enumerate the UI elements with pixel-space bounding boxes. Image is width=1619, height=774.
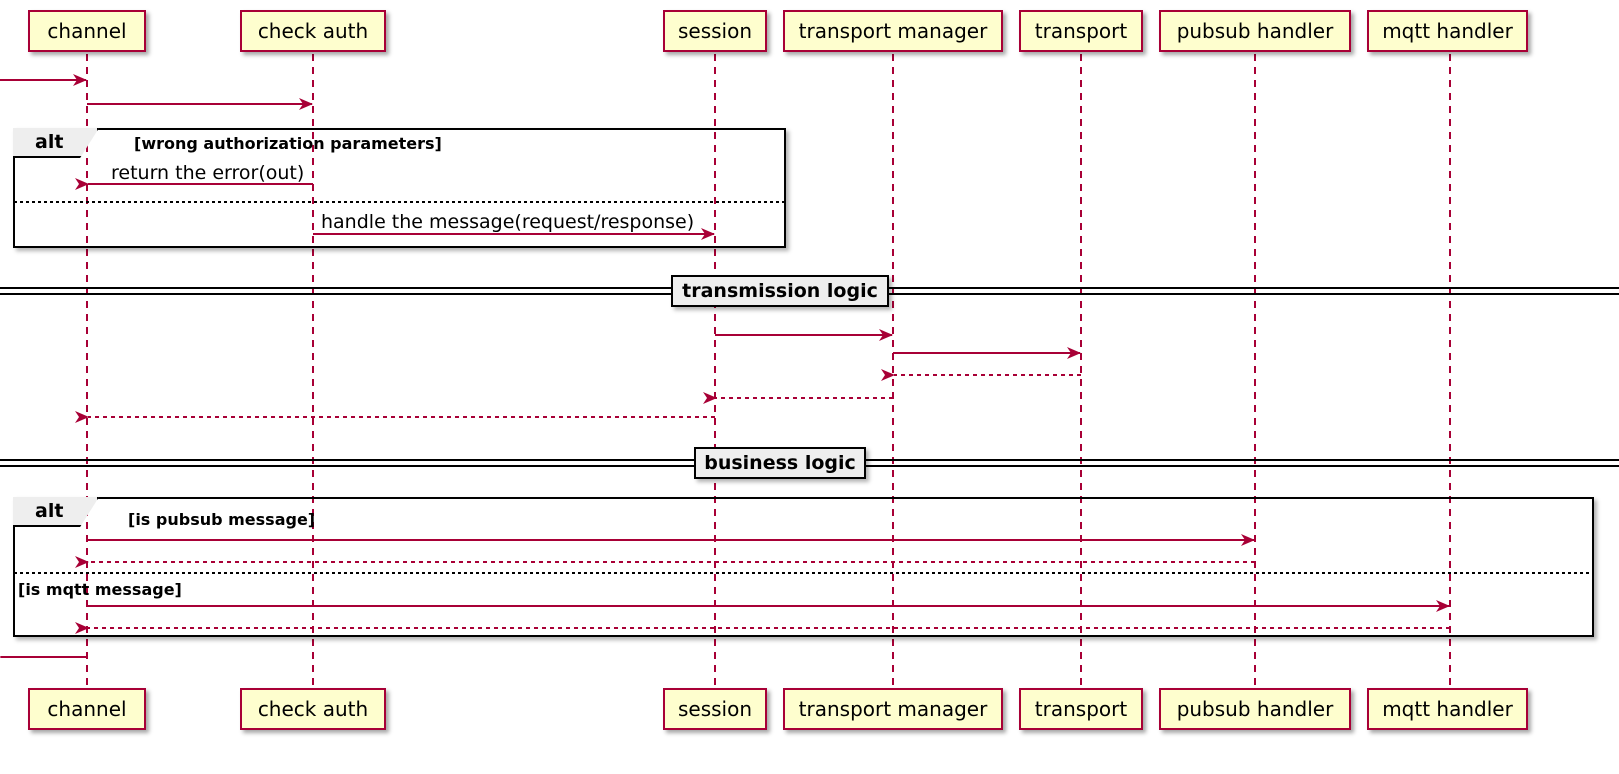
participant-footer-transport_manager[interactable]: transport manager	[783, 688, 1003, 730]
participant-label: channel	[47, 697, 127, 721]
lifelines-layer	[86, 54, 1451, 686]
participant-footer-channel[interactable]: channel	[28, 688, 146, 730]
dividers-layer	[0, 287, 1619, 467]
participant-label: check auth	[257, 697, 369, 721]
participant-footer-mqtt_handler[interactable]: mqtt handler	[1367, 688, 1528, 730]
participant-header-channel[interactable]: channel	[28, 10, 146, 52]
participant-label: pubsub handler	[1176, 697, 1334, 721]
message-label-lbl-handle-message: handle the message(request/response)	[321, 211, 695, 233]
participant-label: channel	[47, 19, 127, 43]
participant-label: transport	[1034, 697, 1128, 721]
alt-separators-layer	[14, 201, 1593, 574]
participant-label: transport manager	[798, 19, 988, 43]
alt-keyword-tab: alt	[13, 128, 99, 158]
participant-label: transport	[1034, 19, 1128, 43]
participant-header-pubsub_handler[interactable]: pubsub handler	[1159, 10, 1351, 52]
divider-label: transmission logic	[682, 280, 878, 302]
divider-business: business logic	[694, 447, 866, 479]
participant-header-check_auth[interactable]: check auth	[240, 10, 386, 52]
participant-label: mqtt handler	[1382, 19, 1513, 43]
participant-header-mqtt_handler[interactable]: mqtt handler	[1367, 10, 1528, 52]
alt-condition-label: [is mqtt message]	[18, 580, 182, 599]
participant-label: session	[677, 19, 753, 43]
participant-footer-session[interactable]: session	[663, 688, 767, 730]
participant-header-transport[interactable]: transport	[1019, 10, 1143, 52]
participant-label: check auth	[257, 19, 369, 43]
participant-label: session	[677, 697, 753, 721]
participant-footer-transport[interactable]: transport	[1019, 688, 1143, 730]
message-label-lbl-return-error: return the error(out)	[111, 162, 305, 184]
alt-condition-label: [is pubsub message]	[128, 510, 316, 529]
divider-transmission: transmission logic	[671, 275, 889, 307]
participant-header-session[interactable]: session	[663, 10, 767, 52]
participant-label: mqtt handler	[1382, 697, 1513, 721]
participant-footer-check_auth[interactable]: check auth	[240, 688, 386, 730]
alt-condition-label: [wrong authorization parameters]	[134, 134, 442, 153]
participant-header-transport_manager[interactable]: transport manager	[783, 10, 1003, 52]
participant-label: transport manager	[798, 697, 988, 721]
alt-keyword-label: alt	[35, 500, 64, 522]
participant-footer-pubsub_handler[interactable]: pubsub handler	[1159, 688, 1351, 730]
participant-label: pubsub handler	[1176, 19, 1334, 43]
messages-layer	[0, 74, 1450, 663]
alt-keyword-label: alt	[35, 131, 64, 153]
divider-label: business logic	[704, 452, 856, 474]
